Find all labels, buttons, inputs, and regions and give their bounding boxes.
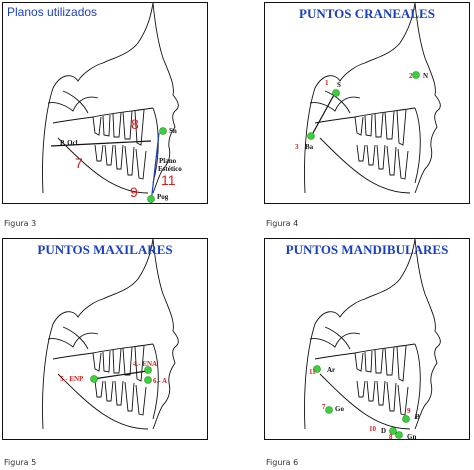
number-10: 10 bbox=[369, 425, 377, 433]
label-b: B bbox=[415, 413, 420, 421]
label-enp: 5.- ENP bbox=[60, 375, 84, 383]
cranial-line bbox=[312, 92, 336, 134]
point-ar bbox=[313, 365, 321, 373]
panel-puntos-maxilares: 4.- ENA 5.- ENP 6.- A PUNTOS MAXILARES bbox=[2, 238, 208, 440]
point-go bbox=[325, 406, 333, 414]
occlusal-plane-line bbox=[50, 140, 152, 147]
esthetic-plane-line bbox=[150, 132, 160, 203]
panel-title: PUNTOS MAXILARES bbox=[37, 242, 173, 257]
panel-puntos-mandibulares: 11 Ar 7 Go 9 B 10 D 8 Gn PUNTOS MANDIBUL… bbox=[264, 238, 470, 440]
number-11: 11 bbox=[309, 368, 316, 376]
palatal-plane-line bbox=[92, 370, 148, 380]
point-b bbox=[402, 415, 410, 423]
label-gn: Gn bbox=[407, 433, 416, 439]
skull-diagram: Sn P. Ocl. Plano Estético Pog 7 8 9 11 bbox=[42, 3, 182, 203]
point-n bbox=[412, 71, 420, 79]
point-d bbox=[389, 427, 397, 435]
panel-title: Planos utilizados bbox=[7, 5, 98, 19]
label-ena: 4.- ENA bbox=[133, 360, 157, 368]
number-8: 8 bbox=[131, 116, 139, 132]
label-pog: Pog bbox=[157, 193, 169, 201]
label-n: N bbox=[423, 72, 428, 80]
point-enp bbox=[90, 375, 98, 383]
label-d: D bbox=[381, 427, 386, 435]
number-7: 7 bbox=[75, 155, 83, 171]
label-plano: Plano bbox=[159, 157, 177, 165]
skull-diagram: 11 Ar 7 Go 9 B 10 D 8 Gn bbox=[304, 239, 441, 439]
number-8: 8 bbox=[389, 433, 393, 439]
panel-planos-utilizados: Sn P. Ocl. Plano Estético Pog 7 8 9 11 P… bbox=[2, 2, 208, 204]
point-sn bbox=[159, 127, 167, 135]
number-1: 1 bbox=[325, 79, 329, 87]
label-sn: Sn bbox=[169, 127, 177, 135]
number-11: 11 bbox=[161, 172, 176, 188]
number-3: 3 bbox=[295, 143, 299, 151]
label-estetico: Estético bbox=[158, 165, 182, 173]
point-ena bbox=[144, 366, 152, 374]
label-pocl: P. Ocl. bbox=[60, 139, 80, 147]
number-9: 9 bbox=[130, 184, 138, 200]
point-pog bbox=[147, 195, 155, 203]
figure-caption-3: Figura 3 bbox=[4, 219, 37, 228]
skull-diagram: 4.- ENA 5.- ENP 6.- A bbox=[42, 239, 179, 430]
label-ar: Ar bbox=[327, 366, 335, 374]
number-7: 7 bbox=[322, 403, 326, 411]
panel-puntos-craneales: 1 S 2 N 3 Ba PUNTOS CRANEALES bbox=[264, 2, 470, 204]
point-a bbox=[144, 376, 152, 384]
panel-title: PUNTOS CRANEALES bbox=[299, 6, 435, 21]
panel-title: PUNTOS MANDIBULARES bbox=[285, 242, 449, 257]
number-9: 9 bbox=[407, 407, 411, 415]
number-2: 2 bbox=[409, 72, 413, 80]
point-ba bbox=[307, 132, 315, 140]
skull-diagram: 1 S 2 N 3 Ba bbox=[295, 3, 441, 194]
label-s: S bbox=[337, 81, 341, 89]
figure-caption-6: Figura 6 bbox=[266, 458, 299, 467]
point-s bbox=[332, 89, 340, 97]
label-a: 6.- A bbox=[153, 377, 167, 385]
figure-caption-4: Figura 4 bbox=[266, 219, 299, 228]
figure-caption-5: Figura 5 bbox=[4, 458, 37, 467]
label-ba: Ba bbox=[305, 143, 314, 151]
point-gn bbox=[395, 431, 403, 439]
label-go: Go bbox=[335, 405, 344, 413]
